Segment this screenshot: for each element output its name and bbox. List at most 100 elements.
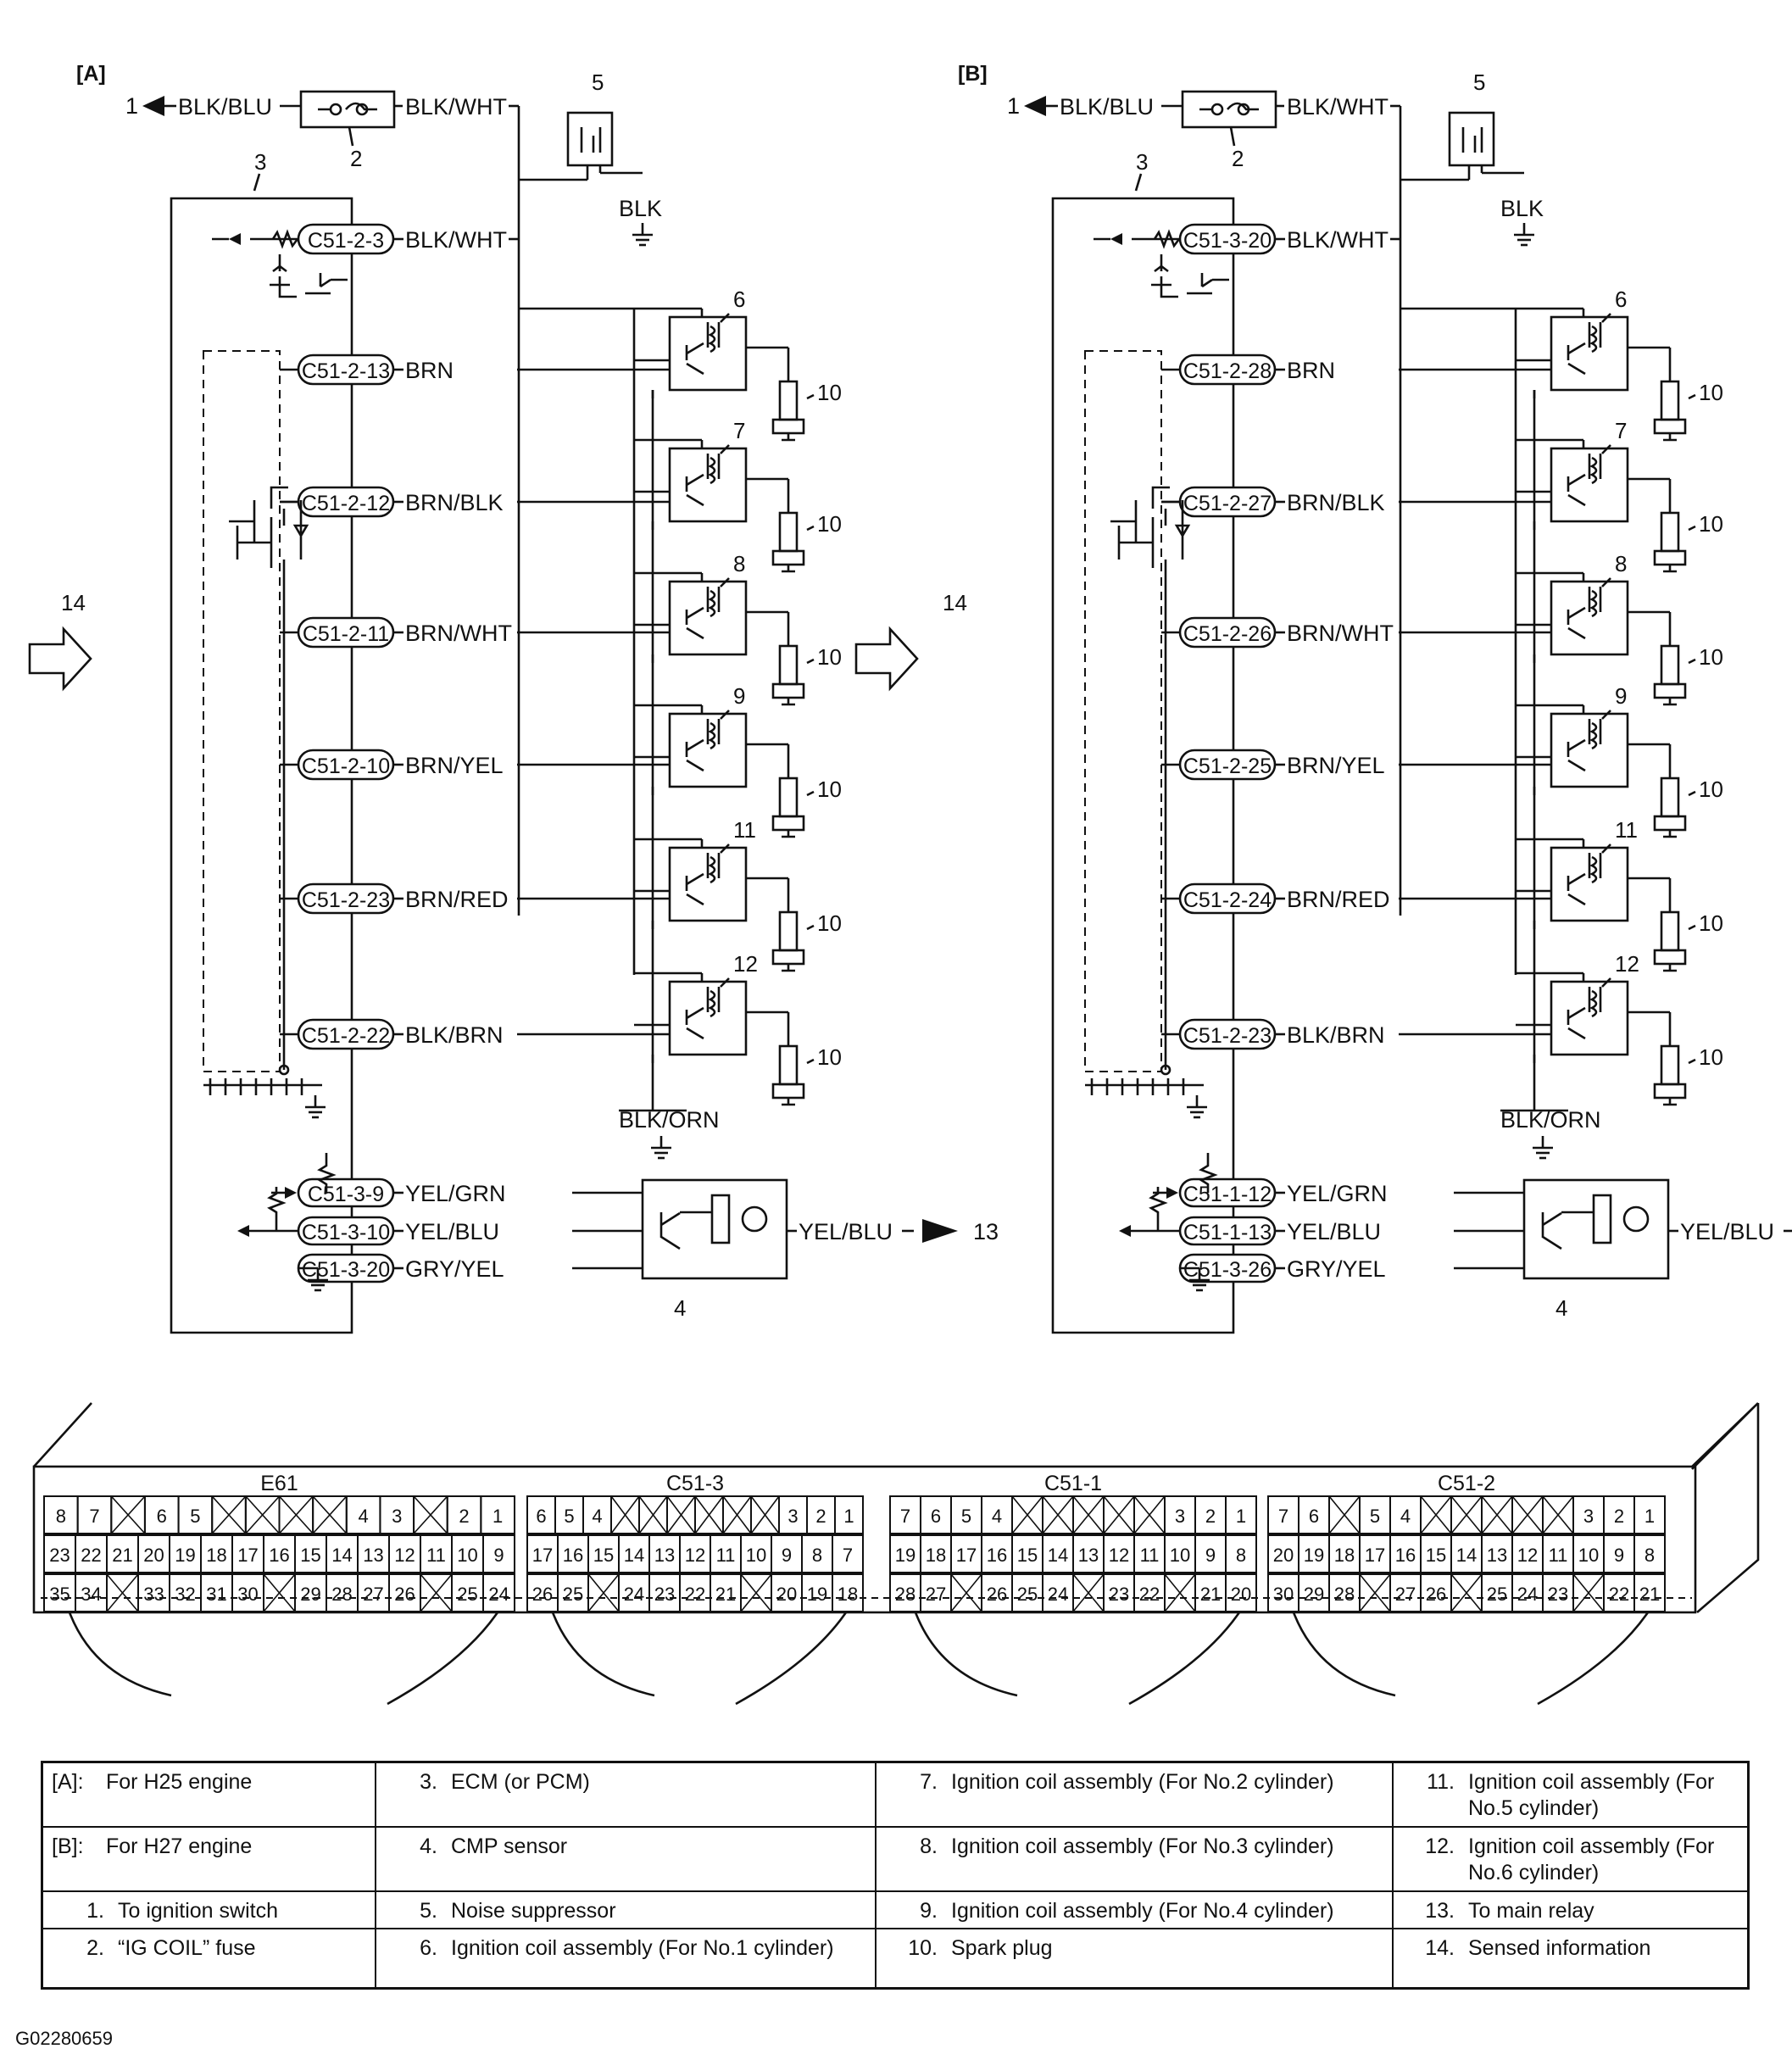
ground-icon [1533,1136,1553,1160]
blank-pin-icon [722,1495,752,1534]
harness-curve [551,1612,848,1706]
callout-10: 10 [1699,1044,1723,1070]
resistor-icon [267,1187,287,1231]
legend-value: To ignition switch [118,1899,278,1923]
terminal-id: C51-3-26 [1183,1258,1272,1282]
pin-number: 15 [300,1545,320,1566]
blank-pin-icon [638,1495,668,1534]
pin-number: 7 [843,1545,853,1566]
wire-label: BRN/BLK [405,490,504,515]
wire [806,924,815,931]
legend-cell: 12.Ignition coil assembly (For No.6 cyli… [1394,1828,1747,1892]
pin-number: 9 [1205,1545,1216,1566]
wire-label: BLK/WHT [405,94,507,120]
wire [1601,444,1611,454]
arrow-icon [1024,96,1046,116]
noise-suppressor-box [1448,111,1495,167]
pin-number: 30 [237,1584,258,1605]
coil-box [1550,315,1629,392]
legend-cell: 10.Spark plug [877,1929,1394,1987]
callout-10: 10 [817,511,842,537]
wire [1134,173,1143,192]
legend-cell: 5.Noise suppressor [376,1892,877,1929]
blank-pin-icon [666,1495,696,1534]
legend-value: ECM (or PCM) [451,1770,590,1794]
sensor-rotor-icon [1622,1205,1650,1233]
spark-plug-tip-icon [782,698,795,706]
spark-plug-tip-icon [782,964,795,972]
transformer-icon [1567,987,1602,1040]
wire-label: BLK/BLU [1060,94,1154,120]
pin-number: 24 [1517,1584,1538,1605]
pin-cell [480,1495,515,1534]
resistor-icon [1153,229,1181,249]
transformer-icon [685,987,721,1040]
pin-number: 12 [394,1545,415,1566]
cmp-sensor-box [641,1178,788,1280]
pin-number: 1 [1236,1506,1246,1527]
pin-number: 12 [1517,1545,1538,1566]
pin-number: 24 [624,1584,644,1605]
spark-plug-icon [771,815,805,832]
callout-10: 10 [1699,511,1723,537]
coil-box [1550,980,1629,1056]
spark-plug-tip-icon [782,565,795,573]
fuse-icon [318,102,377,111]
legend-value: Ignition coil assembly (For No.3 cylinde… [951,1834,1334,1858]
terminal-id: C51-2-26 [1183,622,1272,646]
spark-plug-tip-icon [1663,964,1677,972]
transformer-icon [685,454,721,507]
pin-number: 9 [782,1545,792,1566]
blank-pin-icon [1328,1495,1361,1534]
blank-pin-icon [1481,1495,1513,1534]
pin-number: 22 [1609,1584,1629,1605]
driver-ic-outline [1084,350,1162,1072]
spark-plug-icon [778,910,799,952]
pin-number: 9 [1614,1545,1624,1566]
wire [1688,525,1696,532]
transistor-icon [270,254,297,298]
callout-2: 2 [350,146,362,171]
wire-label: BLK/BRN [1287,1022,1385,1048]
legend-cell: 3.ECM (or PCM) [376,1763,877,1828]
wire-label: GRY/YEL [1287,1256,1386,1282]
ground-icon [632,223,653,247]
coil-box [1550,846,1629,922]
wire-label: BRN/YEL [1287,753,1385,778]
ignition-coil-1: 610 [634,287,842,442]
transformer-icon [685,587,721,640]
arrow-icon [142,96,164,116]
spark-plug-icon [1653,949,1687,966]
wire [1688,393,1696,400]
terminal-id: C51-1-12 [1183,1183,1272,1206]
ignition-coil-3: 810 [1516,551,1723,706]
callout-10: 10 [1699,777,1723,802]
sensor-magnet [1592,1194,1612,1244]
transformer-icon [1567,454,1602,507]
blank-pin-icon [1011,1495,1043,1534]
pin-number: 20 [1273,1545,1294,1566]
pin-number: 18 [926,1545,946,1566]
wire [720,577,730,587]
pin-number: 17 [956,1545,977,1566]
terminal-id: C51-2-3 [308,229,384,253]
arrow-icon [1110,233,1122,245]
legend-key: 6. [420,1936,437,1960]
pin-number: 27 [926,1584,946,1605]
pin-number: 32 [175,1584,195,1605]
pin-number: 13 [654,1545,675,1566]
diode-icon [1187,273,1229,295]
legend-cell: 14.Sensed information [1394,1929,1747,1987]
spark-plug-icon [778,380,799,421]
pin-number: 13 [363,1545,383,1566]
wire-label: GRY/YEL [405,1256,504,1282]
terminal-id: C51-2-28 [1183,359,1272,383]
pin-number: 5 [1370,1506,1380,1527]
panel-edge [33,1402,1760,1613]
terminal-id: C51-2-13 [302,359,390,383]
legend-cell: 8.Ignition coil assembly (For No.3 cylin… [877,1828,1394,1892]
pin-number: 17 [237,1545,258,1566]
